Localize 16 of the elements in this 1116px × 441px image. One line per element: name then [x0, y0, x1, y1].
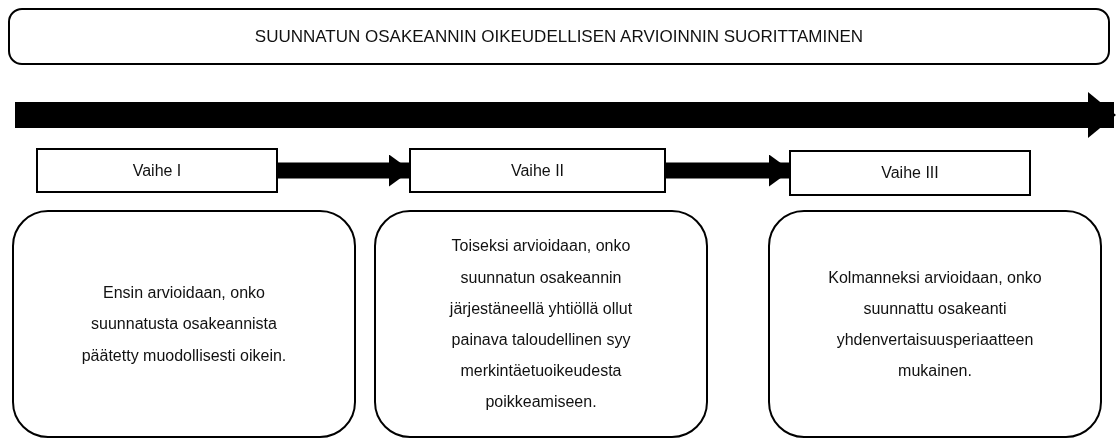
stage-box — [36, 148, 278, 193]
node-text: Ensin arvioidaan, onko suunnatusta osakeannista päätetty muodollisesti oikein. — [80, 283, 288, 366]
stage-box — [409, 148, 666, 193]
node-text: Vaihe III — [881, 163, 939, 184]
block-arrow — [666, 154, 791, 187]
title-box — [8, 8, 1110, 65]
node-text: Vaihe I — [132, 160, 182, 181]
description-box — [374, 210, 708, 438]
stage-box — [789, 150, 1031, 196]
block-arrow — [278, 154, 411, 187]
node-text: Kolmanneksi arvioidaan, onko suunnattu osakeanti yhdenvertaisuusperiaatteen mukainen. — [827, 267, 1043, 382]
node-text: Toiseksi arvioidaan, onko suunnatun osakeannin järjestäneellä yhtiöllä ollut painava taloudellinen syy merkintäetuoikeudesta poikkeamiseen. — [448, 236, 634, 413]
node-text: SUUNNATUN OSAKEANNIN OIKEUDELLISEN ARVIOINNIN SUORITTAMINEN — [254, 25, 864, 48]
description-box — [12, 210, 356, 438]
node-text: Vaihe II — [510, 160, 565, 181]
description-box — [768, 210, 1102, 438]
